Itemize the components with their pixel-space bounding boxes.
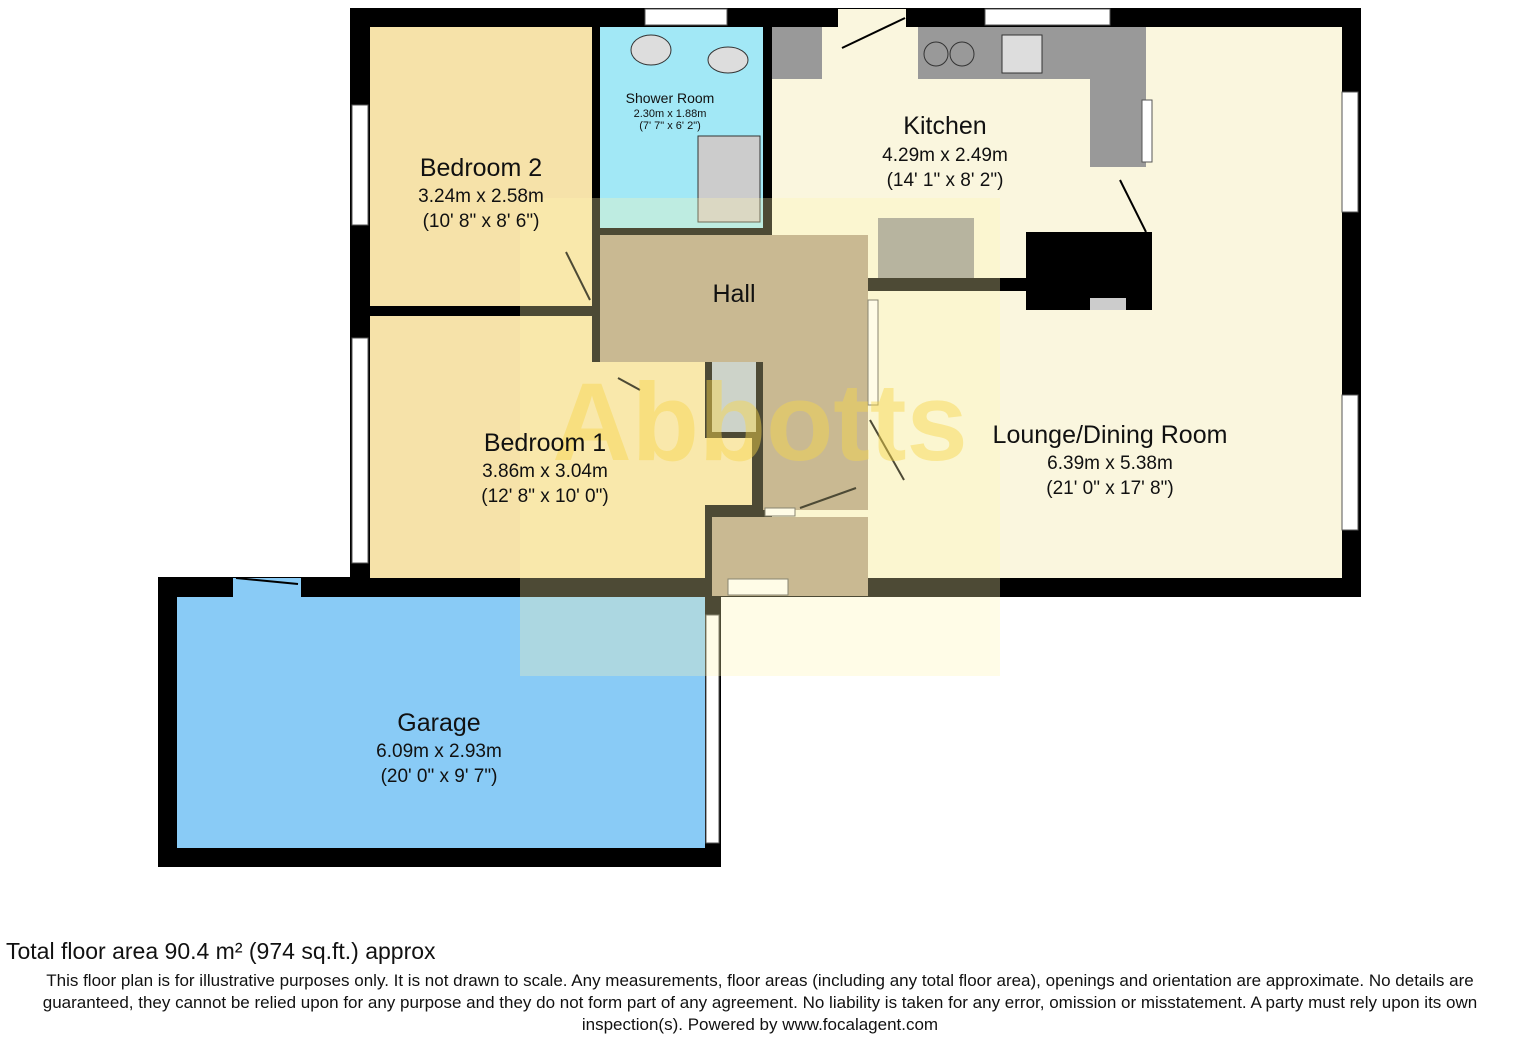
room-name-hall: Hall bbox=[712, 280, 755, 308]
hob-icon bbox=[923, 41, 949, 67]
door-openings bbox=[233, 9, 1147, 598]
sink-icon bbox=[1001, 34, 1043, 74]
fireplace-hearth bbox=[1090, 298, 1126, 310]
room-metric-kitchen: 4.29m x 2.49m bbox=[882, 145, 1008, 166]
floor-plan: Abbotts Bedroom 2 3.24m x 2.58m (10' 8" … bbox=[158, 8, 1361, 867]
room-metric-garage: 6.09m x 2.93m bbox=[376, 741, 502, 762]
room-imperial-kitchen: (14' 1" x 8' 2") bbox=[887, 170, 1004, 191]
hob-icon bbox=[949, 41, 975, 67]
room-name-bedroom2: Bedroom 2 bbox=[420, 154, 542, 182]
kitchen-unit-low bbox=[878, 218, 974, 278]
kitchen-wall bbox=[868, 278, 1028, 291]
basin-icon bbox=[630, 34, 672, 66]
shower-tray-icon bbox=[697, 135, 761, 223]
room-imperial-bedroom2: (10' 8" x 8' 6") bbox=[423, 211, 540, 232]
hall-fill bbox=[600, 235, 868, 510]
kitchen-worktop-side bbox=[1090, 27, 1146, 167]
windows bbox=[351, 8, 1359, 844]
garage-fill bbox=[177, 597, 705, 848]
kitchen-unit bbox=[772, 27, 822, 79]
room-name-bedroom1: Bedroom 1 bbox=[484, 429, 606, 457]
bedroom2-fill bbox=[370, 27, 592, 306]
disclaimer: This floor plan is for illustrative purp… bbox=[42, 971, 1478, 1034]
room-metric-bedroom1: 3.86m x 3.04m bbox=[482, 461, 608, 482]
room-metric-lounge: 6.39m x 5.38m bbox=[1047, 453, 1173, 474]
room-metric-shower: 2.30m x 1.88m bbox=[634, 108, 707, 120]
room-name-garage: Garage bbox=[397, 709, 480, 737]
cupboard bbox=[712, 362, 756, 432]
room-imperial-bedroom1: (12' 8" x 10' 0") bbox=[481, 486, 608, 507]
room-metric-bedroom2: 3.24m x 2.58m bbox=[418, 186, 544, 207]
room-name-lounge: Lounge/Dining Room bbox=[993, 421, 1228, 449]
toilet-icon bbox=[707, 46, 749, 74]
room-imperial-lounge: (21' 0" x 17' 8") bbox=[1046, 478, 1173, 499]
bedroom1-fill bbox=[370, 316, 752, 578]
watermark-logo: Abbotts bbox=[552, 361, 967, 484]
chimney-breast bbox=[1026, 232, 1152, 310]
room-imperial-garage: (20' 0" x 9' 7") bbox=[381, 766, 498, 787]
room-name-shower: Shower Room bbox=[626, 90, 715, 106]
watermark-panel bbox=[520, 198, 1000, 676]
total-floor-area: Total floor area 90.4 m² (974 sq.ft.) ap… bbox=[6, 938, 436, 964]
room-imperial-shower: (7' 7" x 6' 2") bbox=[639, 120, 701, 132]
room-name-kitchen: Kitchen bbox=[903, 112, 986, 140]
